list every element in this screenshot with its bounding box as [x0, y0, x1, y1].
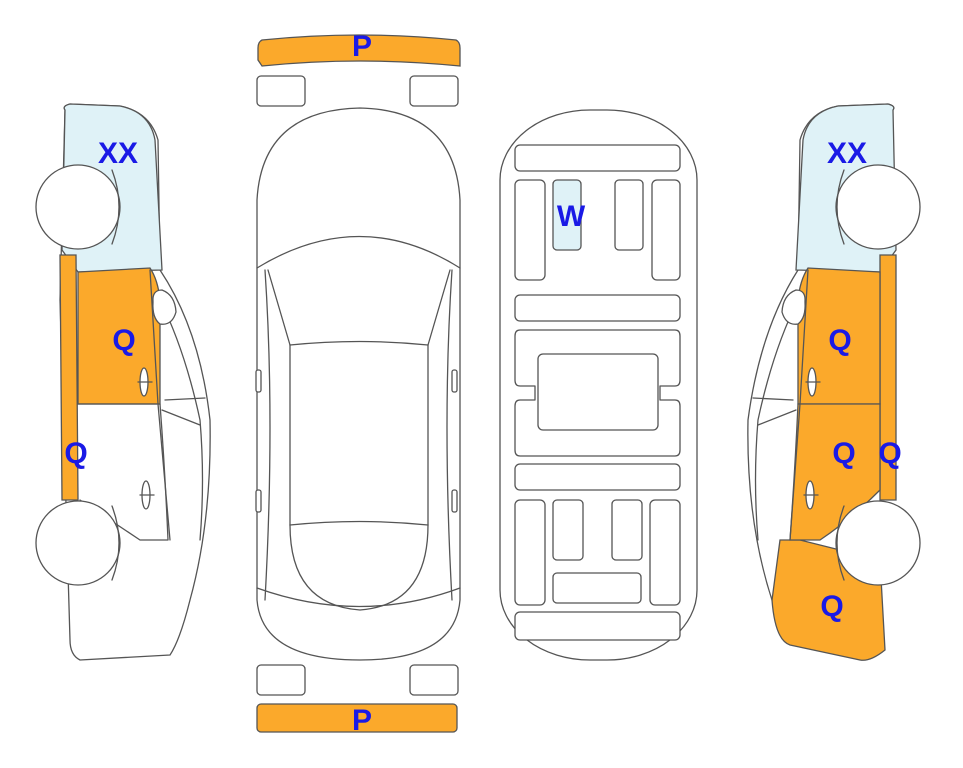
label-right-rear-door: Q [832, 437, 855, 470]
right-front-wheel [835, 164, 921, 250]
label-front-bumper: P [352, 30, 372, 63]
damage-labels: P P XX Q Q W XX Q Q Q Q [64, 30, 901, 737]
label-right-pillar: Q [878, 437, 901, 470]
label-right-windshield: XX [827, 137, 867, 170]
label-right-front-door: Q [828, 324, 851, 357]
left-rear-wheel [35, 500, 121, 586]
right-front-door-panel [797, 267, 881, 405]
right-rear-wheel [835, 500, 921, 586]
panel-layout-view [499, 109, 698, 661]
top-view [255, 34, 461, 733]
left-side-view [35, 103, 211, 661]
top-view-body-outline [256, 107, 461, 661]
label-left-front-door: Q [112, 324, 135, 357]
label-right-rear-quarter: Q [820, 590, 843, 623]
label-left-sill: Q [64, 437, 87, 470]
roof-panel [552, 179, 582, 251]
label-roof-panel: W [557, 200, 586, 233]
rear-bumper-panel [256, 703, 458, 733]
right-side-view [747, 103, 921, 661]
label-left-windshield: XX [98, 137, 138, 170]
left-front-wheel [35, 164, 121, 250]
label-rear-bumper: P [352, 704, 372, 737]
front-bumper-panel [257, 34, 461, 67]
left-sill-panel [59, 254, 79, 501]
left-front-door-panel [77, 267, 161, 405]
